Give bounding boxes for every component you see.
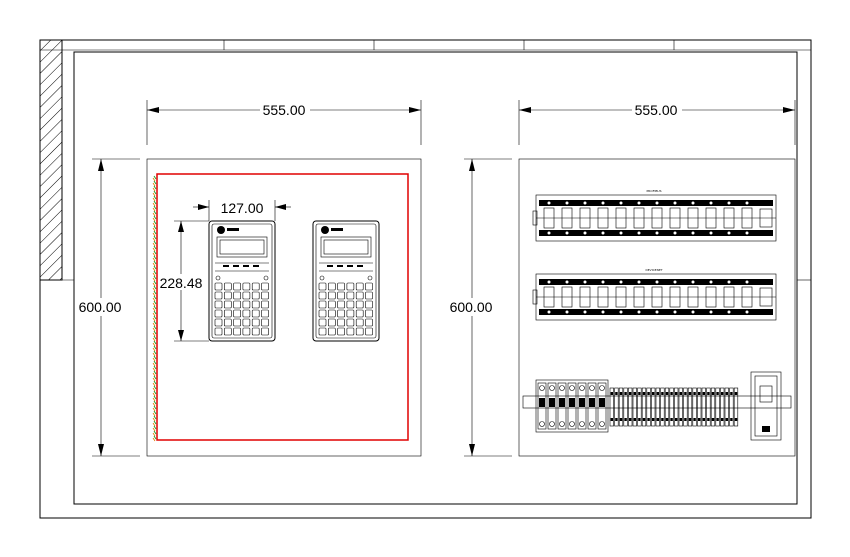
arrowhead-icon bbox=[275, 204, 286, 210]
backplate-outline bbox=[518, 158, 796, 457]
arrowhead-icon bbox=[409, 107, 421, 113]
arrowhead-icon bbox=[178, 221, 184, 232]
arrowhead-icon bbox=[469, 159, 475, 171]
arrowhead-icon bbox=[519, 107, 531, 113]
dimension-panel-width: 127.00 bbox=[193, 200, 291, 221]
arrowhead-icon bbox=[469, 444, 475, 456]
dimension-text-panel-width: 127.00 bbox=[221, 200, 264, 216]
rail-2-title: DEVICENET bbox=[645, 268, 662, 272]
operator-panel-2 bbox=[312, 220, 380, 342]
arrowhead-icon bbox=[98, 159, 104, 171]
arrowhead-icon bbox=[783, 107, 795, 113]
door-outline bbox=[146, 158, 422, 457]
dimension-text-left-width: 555.00 bbox=[263, 102, 306, 118]
sheet-frame bbox=[39, 39, 812, 519]
door-hinge bbox=[152, 175, 157, 442]
wall-hatch bbox=[39, 39, 63, 281]
rail-1-title: PROFIBUS bbox=[646, 189, 661, 193]
arrowhead-icon bbox=[147, 107, 159, 113]
dimension-panel-height: 228.48 bbox=[159, 220, 209, 342]
dimension-text-right-height: 600.00 bbox=[450, 299, 493, 315]
dimension-backplate-height: 600.00 bbox=[449, 158, 512, 457]
operator-panel-1 bbox=[208, 220, 276, 342]
dimension-backplate-width: 555.00 bbox=[518, 100, 796, 145]
arrowhead-icon bbox=[198, 204, 209, 210]
io-rail-1 bbox=[532, 194, 777, 242]
dimension-text-left-height: 600.00 bbox=[79, 299, 122, 315]
dimension-text-panel-height: 228.48 bbox=[160, 275, 203, 291]
brand-logo-icon bbox=[217, 226, 225, 234]
dimension-text-right-width: 555.00 bbox=[635, 102, 678, 118]
arrowhead-icon bbox=[178, 330, 184, 341]
din-rail-terminals bbox=[522, 371, 792, 441]
backplate-view: 555.00 600.00 PROFIBUS DEVICENET bbox=[449, 100, 796, 457]
io-rail-2 bbox=[532, 273, 777, 321]
arrowhead-icon bbox=[98, 444, 104, 456]
brand-logo-icon bbox=[321, 226, 329, 234]
door-inner-frame bbox=[156, 173, 409, 441]
enclosure-outline bbox=[73, 51, 798, 505]
dimension-door-width: 555.00 bbox=[146, 100, 422, 145]
dimension-door-height: 600.00 bbox=[78, 158, 140, 457]
door-view: 555.00 600.00 127.00 bbox=[78, 100, 422, 457]
